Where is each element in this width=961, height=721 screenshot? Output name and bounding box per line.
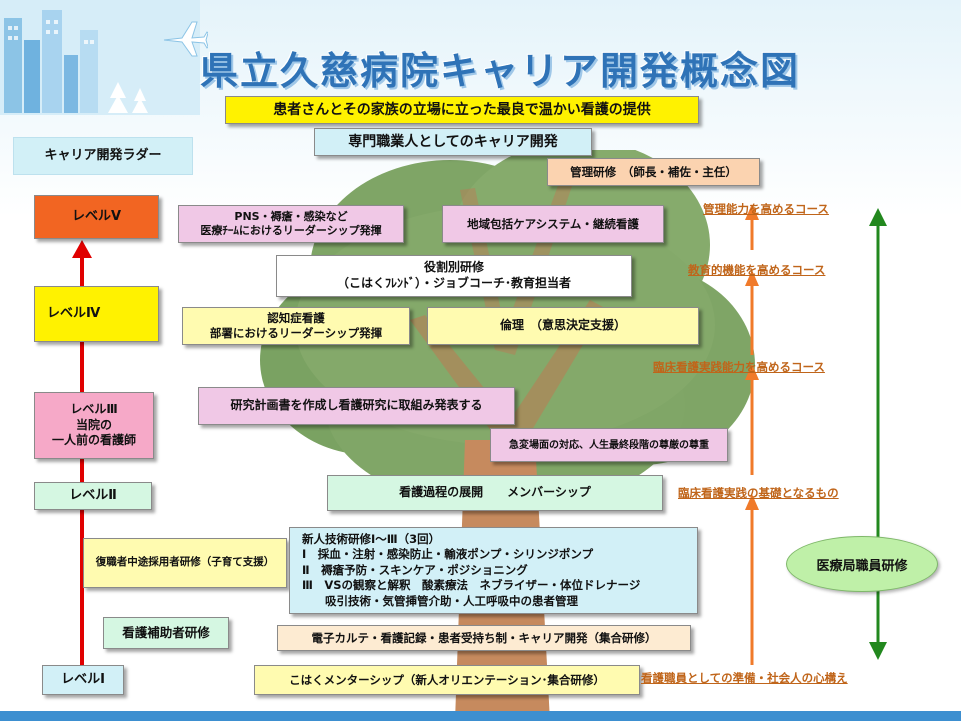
level-1: レベルⅠ <box>42 665 124 695</box>
tree-decoration <box>108 82 128 113</box>
building <box>80 30 98 113</box>
footer-bar <box>0 711 961 721</box>
staff-training: 医療局職員研修 <box>786 536 938 592</box>
training-pns: PNS・褥瘡・感染など 医療ﾁｰﾑにおけるリーダーシップ発揮 <box>178 205 404 243</box>
level-3: レベルⅢ 当院の 一人前の看護師 <box>34 392 154 459</box>
course-clinical: 臨床看護実践能力を高めるコース <box>653 360 825 374</box>
course-arrows <box>745 204 759 665</box>
mission-banner: 患者さんとその家族の立場に立った最良で温かい看護の提供 <box>225 96 699 124</box>
staff-arrow <box>869 208 887 660</box>
building <box>42 10 62 113</box>
training-role: 役割別研修 （こはくﾌﾚﾝﾄﾞ）・ジョブコーチ･教育担当者 <box>276 255 632 297</box>
course-management: 管理能力を高めるコース <box>703 202 829 216</box>
training-newtech: 新人技術研修Ⅰ～Ⅲ（3回） Ⅰ 採血・注射・感染防止・輸液ポンプ・シリンジポンプ… <box>289 527 698 614</box>
airplane-icon <box>163 21 208 57</box>
building <box>24 40 40 113</box>
training-mentor: こはくメンターシップ（新人オリエンテーション･集合研修） <box>254 665 640 695</box>
training-community: 地域包括ケアシステム・継続看護 <box>442 205 664 243</box>
training-research: 研究計画書を作成し看護研究に取組み発表する <box>198 387 515 425</box>
course-education: 教育的機能を高めるコース <box>688 263 826 277</box>
level-2: レベルⅡ <box>34 482 152 510</box>
level-4: レベルⅣ <box>34 286 159 342</box>
training-assistant: 看護補助者研修 <box>103 617 229 649</box>
course-preparation: 看護職員としての準備・社会人の心構え <box>641 671 848 685</box>
building <box>4 18 22 113</box>
training-management: 管理研修 （師長・補佐・主任） <box>547 158 760 186</box>
ladder-header: キャリア開発ラダー <box>13 137 193 175</box>
training-process: 看護過程の展開 メンバーシップ <box>327 475 663 511</box>
tree-decoration <box>132 88 148 113</box>
course-foundation: 臨床看護実践の基礎となるもの <box>678 486 839 500</box>
training-ethics: 倫理 （意思決定支援） <box>427 307 699 345</box>
career-banner: 専門職業人としてのキャリア開発 <box>314 128 592 156</box>
page-title: 県立久慈病院キャリア開発概念図 <box>200 49 801 93</box>
training-dementia: 認知症看護 部署におけるリーダーシップ発揮 <box>182 307 410 345</box>
level-5: レベルⅤ <box>34 195 159 239</box>
training-ehr: 電子カルテ・看護記録・患者受持ち制・キャリア開発（集合研修） <box>277 625 691 651</box>
training-reemploy: 復職者中途採用者研修（子育て支援） <box>83 538 287 588</box>
training-acute: 急変場面の対応、人生最終段階の尊厳の尊重 <box>490 428 728 462</box>
building <box>64 55 78 113</box>
city-skyline-decoration <box>0 0 200 115</box>
